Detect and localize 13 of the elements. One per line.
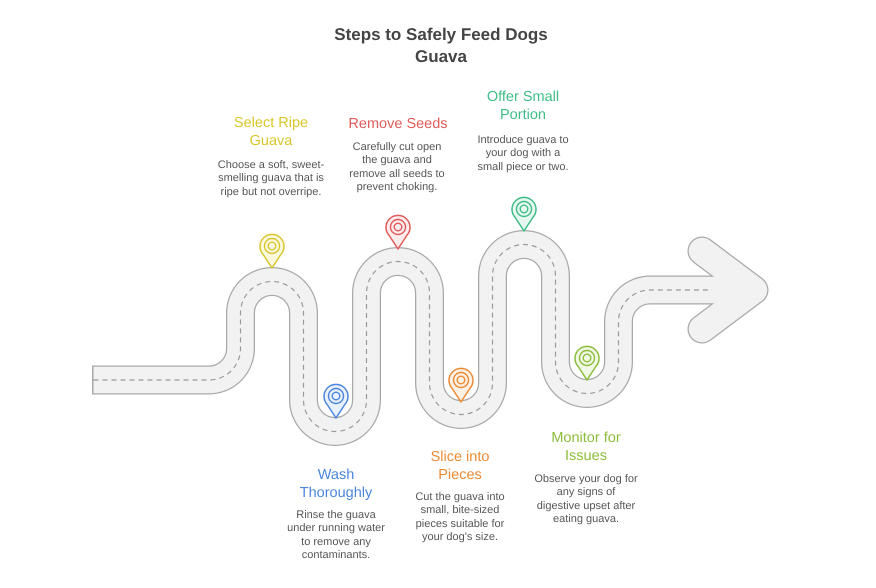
step-description: Introduce guava to your dog with a small piece or two. [476,134,570,174]
step-description: Rinse the guava under running water to remove any contaminants. [286,509,386,563]
step-heading: Wash Thoroughly [298,466,374,502]
step-heading: Select Ripe Guava [232,114,310,150]
step-heading: Slice into Pieces [430,448,490,484]
step-description: Carefully cut open the guava and remove all seeds to prevent choking. [348,141,446,195]
step-heading: Offer Small Portion [486,88,560,124]
step-description: Choose a soft, sweet-smelling guava that is ripe but not overripe. [217,159,325,200]
step-description: Observe your dog for any signs of digestive upset after eating guava. [534,473,638,527]
step-heading: Monitor for Issues [550,429,622,465]
step-description: Cut the guava into small, bite-sized pieces suitable for your dog's size. [414,491,506,545]
diagram-title: Steps to Safely Feed Dogs Guava [333,24,549,68]
step-heading: Remove Seeds [347,115,449,133]
